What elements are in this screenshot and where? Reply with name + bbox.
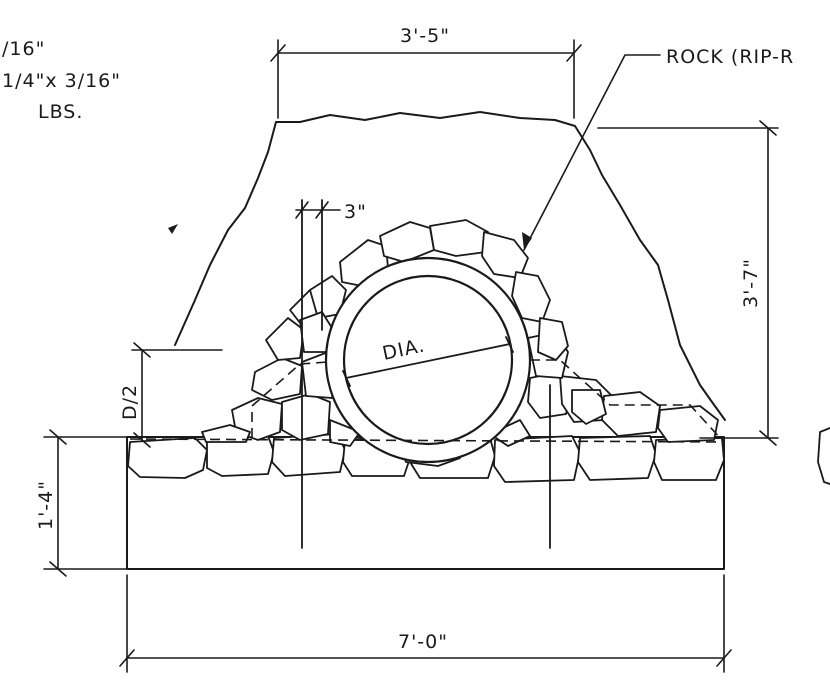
- dashed-left-slope: [251, 361, 329, 438]
- depth-tick-bottom: [49, 561, 67, 577]
- depth-tick-top: [49, 429, 67, 445]
- note-line-2: 1/4"x 3/16": [2, 70, 121, 92]
- rock-callout-label: ROCK (RIP-R: [666, 46, 794, 68]
- rock-callout-arrowhead: [522, 232, 532, 250]
- top-width-tick-left: [270, 44, 286, 62]
- dashed-right-slope: [530, 359, 723, 441]
- rock-callout-leader: [523, 54, 661, 251]
- diameter-tick-right: [505, 336, 514, 353]
- top-width-tick-right: [566, 44, 582, 62]
- pipe-inner-wall: [342, 274, 514, 446]
- stray-mark: [168, 224, 178, 234]
- base-depth-label: 1'-4": [35, 480, 57, 530]
- base-width-label: 7'-0": [398, 631, 448, 653]
- dashed-bed-line: [129, 438, 725, 443]
- diameter-tick-left: [342, 370, 351, 387]
- offset-label: 3": [344, 201, 367, 223]
- half-dia-tick-bottom: [133, 432, 151, 448]
- top-width-label: 3'-5": [400, 25, 450, 47]
- note-line-3: LBS.: [38, 101, 83, 123]
- adjacent-rock-fragment: [817, 427, 830, 485]
- note-line-1: /16": [2, 38, 45, 60]
- half-diameter-label: D/2: [119, 384, 141, 420]
- half-dia-tick-top: [133, 342, 151, 358]
- height-label: 3'-7": [740, 258, 762, 308]
- offset-tick-right: [315, 201, 329, 219]
- diameter-line: [345, 343, 511, 379]
- base-width-tick-left: [119, 649, 135, 667]
- right-rocks: [527, 331, 719, 443]
- mound-outline: [174, 111, 726, 421]
- offset-tick-left: [295, 201, 309, 219]
- height-tick-top: [759, 120, 777, 136]
- height-tick-bottom: [759, 430, 777, 446]
- base-width-tick-right: [716, 649, 732, 667]
